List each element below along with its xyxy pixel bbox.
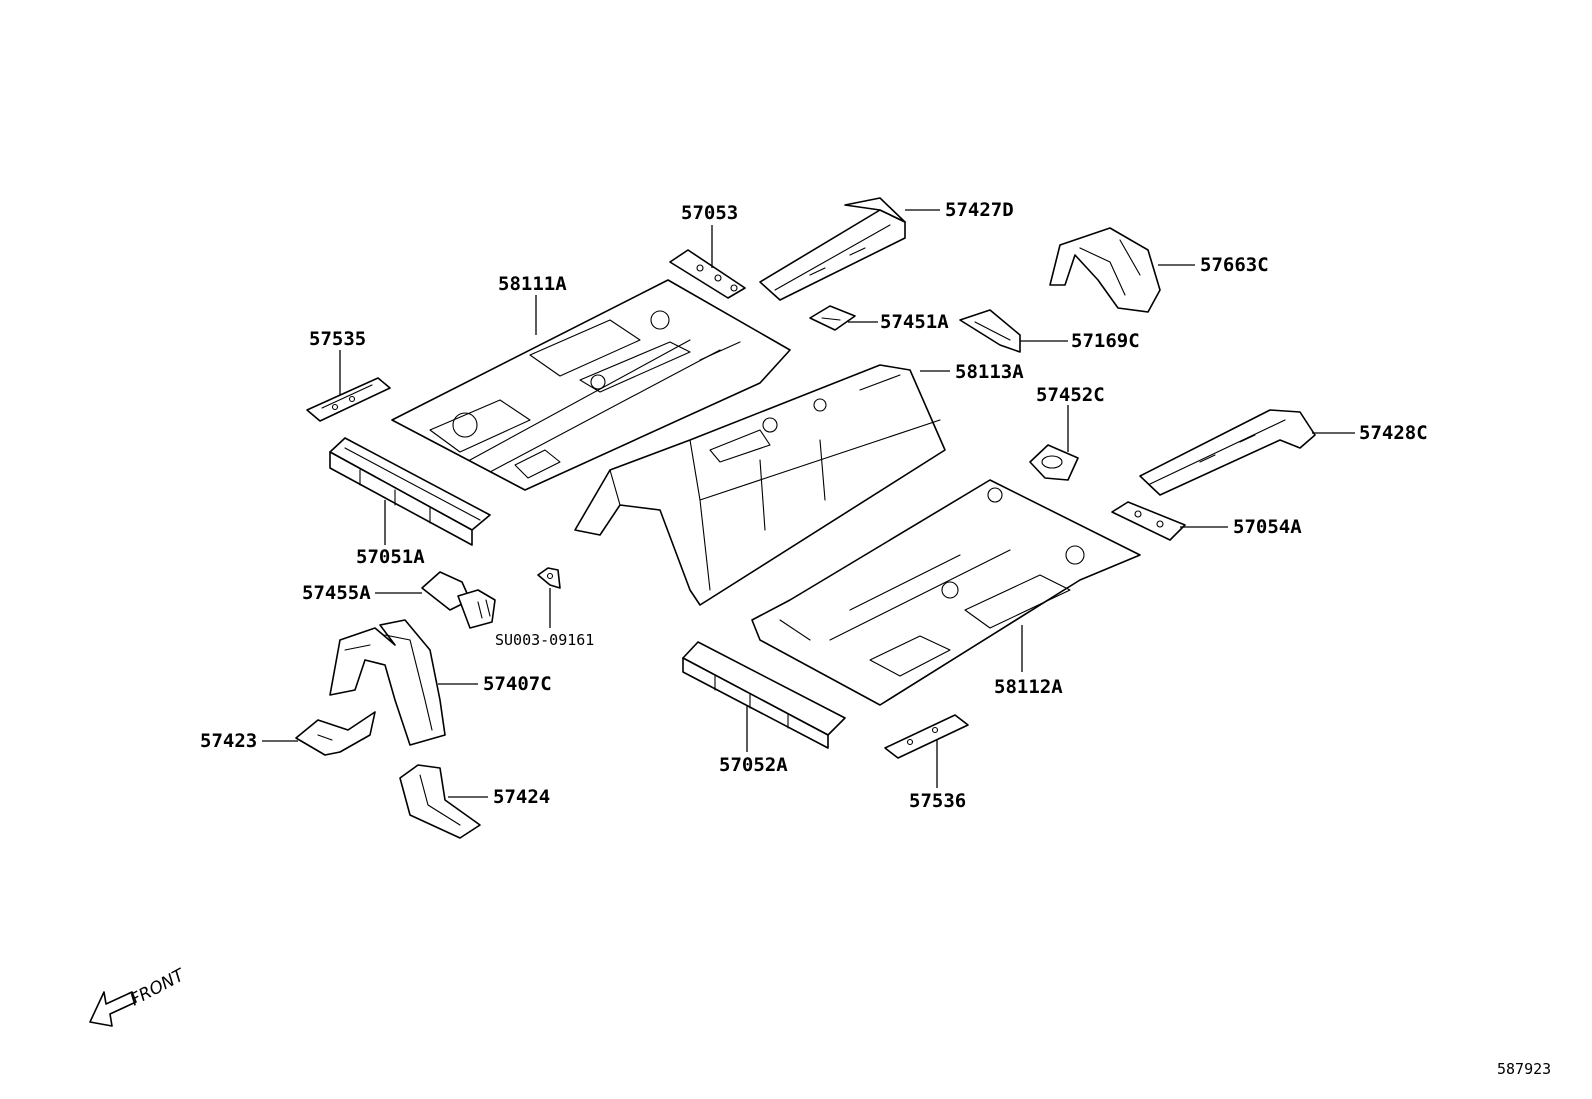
label-57053: 57053 <box>681 202 738 224</box>
label-57054a: 57054A <box>1233 516 1302 538</box>
label-su003-09161: SU003-09161 <box>495 631 594 649</box>
rail-57427d[interactable] <box>759 197 906 301</box>
label-57407c: 57407C <box>483 673 552 695</box>
crossmember-57051a[interactable] <box>329 437 491 546</box>
bracket-57054a[interactable] <box>1111 501 1186 541</box>
bracket-57169c[interactable] <box>959 309 1021 353</box>
bracket-57536[interactable] <box>884 714 969 759</box>
bracket-57535[interactable] <box>306 377 391 422</box>
clip-su003-09161[interactable] <box>537 567 561 589</box>
bracket-57451a[interactable] <box>809 305 856 331</box>
panel-57407c[interactable] <box>329 619 446 746</box>
label-58111a: 58111A <box>498 273 567 295</box>
rail-57428c[interactable] <box>1139 409 1316 496</box>
label-57663c: 57663C <box>1200 254 1269 276</box>
label-57452c: 57452C <box>1036 384 1105 406</box>
label-57169c: 57169C <box>1071 330 1140 352</box>
crossmember-57052a[interactable] <box>682 641 846 749</box>
center-floor-58113a[interactable] <box>574 364 946 606</box>
bracket-57423[interactable] <box>295 711 376 756</box>
label-58113a: 58113A <box>955 361 1024 383</box>
label-57536: 57536 <box>909 790 966 812</box>
label-57052a: 57052A <box>719 754 788 776</box>
label-57427d: 57427D <box>945 199 1014 221</box>
label-57535: 57535 <box>309 328 366 350</box>
panel-57663c[interactable] <box>1049 227 1161 313</box>
label-57423: 57423 <box>200 730 257 752</box>
bracket-57424[interactable] <box>399 764 481 839</box>
front-label: FRONT <box>127 965 189 1011</box>
label-57455a: 57455A <box>302 582 371 604</box>
bracket-57452c[interactable] <box>1029 444 1079 481</box>
label-57424: 57424 <box>493 786 550 808</box>
bracket-57053[interactable] <box>669 249 746 299</box>
label-57051a: 57051A <box>356 546 425 568</box>
label-58112a: 58112A <box>994 676 1063 698</box>
front-arrow-icon <box>89 991 137 1027</box>
rear-floor-pan-58112a[interactable] <box>751 479 1141 706</box>
diagram-id: 587923 <box>1497 1060 1551 1078</box>
front-floor-pan-58111a[interactable] <box>391 279 791 491</box>
label-57451a: 57451A <box>880 311 949 333</box>
label-57428c: 57428C <box>1359 422 1428 444</box>
bracket-57455a[interactable] <box>421 571 496 629</box>
